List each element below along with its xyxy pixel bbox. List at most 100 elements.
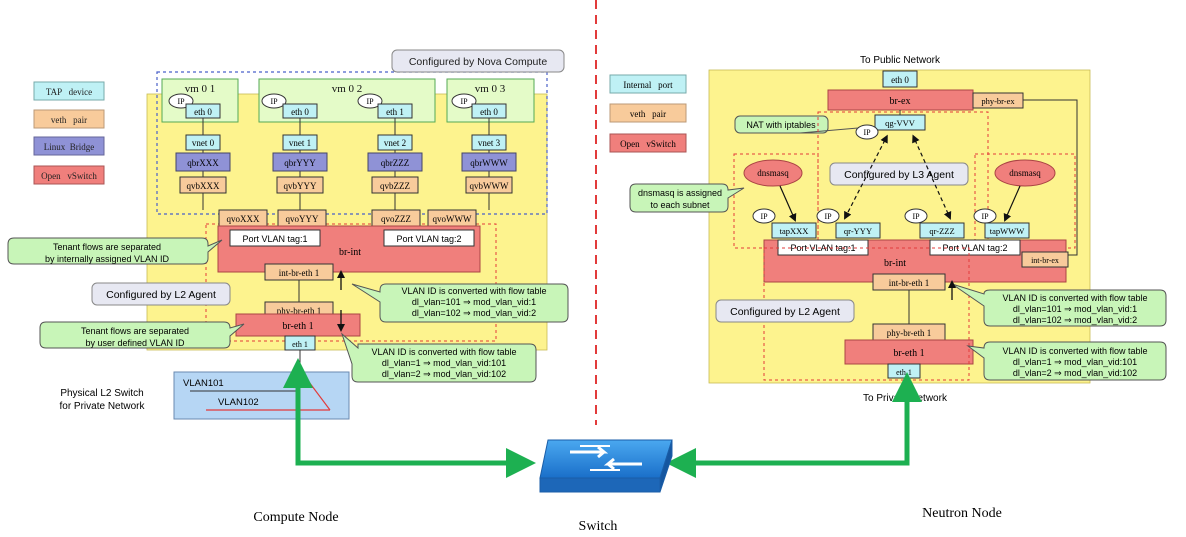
nat-callout-label: NAT with iptables (746, 120, 816, 130)
qvb-zzz (371, 176, 419, 194)
qr-yyy-ip-label: IP (824, 212, 832, 221)
qvb-yyy (276, 176, 324, 194)
vm02-label: vm 0 2 (332, 83, 363, 95)
compute-flow-lower-line3: dl_vlan=2 ⇒ mod_vlan_vid:102 (382, 369, 506, 379)
network-flow-lower-callout (966, 341, 1167, 381)
network-port-tag-2 (929, 239, 1021, 256)
physical-switch-line2: for Private Network (59, 401, 145, 412)
l3-agent-label: Configured by L3 Agent (844, 169, 954, 181)
qvb-yyy-label: qvbYYY (284, 181, 317, 191)
tapxxx-ip (752, 208, 776, 224)
physical-switch-line1: Physical L2 Switch (60, 388, 143, 399)
dnsmasq-note-line2: to each subnet (650, 200, 710, 210)
int-br-ex (1021, 251, 1069, 268)
legend-ovs-label-net: Open vSwitch (620, 139, 676, 149)
network-br-eth1 (844, 339, 974, 365)
dnsmasq-left-region (733, 153, 819, 249)
network-port-tag-1-label: Port VLAN tag:1 (790, 243, 855, 253)
dnsmasq-left (743, 159, 803, 187)
vm01-ip-label: IP (177, 97, 185, 106)
network-flow-upper-line1: VLAN ID is converted with flow table (1002, 293, 1147, 303)
br-ex-veth-wire (1023, 99, 1078, 256)
compute-eth1-label: eth 1 (292, 340, 308, 349)
network-eth0 (882, 70, 918, 88)
vm02-ip2-label: IP (366, 97, 374, 106)
compute-to-switch-link (295, 372, 536, 478)
tenant-user-callout (39, 321, 245, 349)
compute-br-int-label: br-int (339, 247, 361, 258)
vm02-eth0-label: eth 0 (291, 107, 309, 117)
tapxxx (771, 222, 817, 239)
qr-zzz-ip (904, 208, 928, 224)
qbr-www-label: qbrWWW (470, 158, 508, 168)
compute-phy-br-eth-label: phy-br-eth 1 (277, 306, 322, 316)
legend-veth-swatch (33, 109, 105, 129)
qbr-zzz (367, 152, 423, 172)
compute-port-tag-2 (383, 229, 475, 247)
qg-ip-label: IP (863, 128, 871, 137)
network-int-br-eth-label: int-br-eth 1 (889, 278, 930, 288)
dnsmasq-right-label: dnsmasq (1009, 168, 1041, 178)
switch-links (283, 358, 922, 478)
compute-flow-upper-callout (351, 283, 569, 323)
network-flow-lower-line1: VLAN ID is converted with flow table (1002, 346, 1147, 356)
legend-internal-port-swatch (609, 74, 687, 94)
vm03-eth0-label: eth 0 (480, 107, 498, 117)
network-br-eth1-label: br-eth 1 (893, 348, 924, 359)
qvo-xxx-label: qvoXXX (227, 214, 260, 224)
vnet1-label: vnet 1 (289, 138, 311, 148)
legend-veth-swatch-net (609, 103, 687, 123)
qr-yyy-ip (816, 208, 840, 224)
compute-int-br-eth-label: int-br-eth 1 (279, 268, 320, 278)
qg-vvv (874, 114, 926, 131)
qvo-zzz-label: qvoZZZ (381, 214, 411, 224)
legend-tap-swatch (33, 81, 105, 101)
tapwww (984, 222, 1030, 239)
qbr-yyy (272, 152, 328, 172)
nova-dashed-region (156, 71, 548, 215)
qr-yyy (835, 222, 881, 239)
dnsmasq-right-region (974, 153, 1076, 249)
compute-flow-upper-line1: VLAN ID is converted with flow table (401, 286, 546, 296)
compute-legend: TAP device veth pair Linux Bridge Open v… (33, 81, 105, 185)
vnet2-label: vnet 2 (384, 138, 406, 148)
legend-ovs-swatch-net (609, 133, 687, 153)
qbr-xxx (175, 152, 231, 172)
network-br-int-label: br-int (884, 258, 906, 269)
tapwww-label: tapWWW (990, 226, 1024, 236)
legend-bridge-label: Linux Bridge (44, 142, 95, 152)
vnet2 (377, 134, 413, 151)
neutron-to-switch-link (666, 386, 910, 478)
compute-flow-lower-callout (340, 332, 537, 383)
qvb-www (465, 176, 513, 194)
network-port-tag-2-label: Port VLAN tag:2 (942, 243, 1007, 253)
qbr-www (461, 152, 517, 172)
nat-callout (734, 115, 829, 134)
legend-ovs-label: Open vSwitch (41, 171, 97, 181)
qr-zzz-ip-label: IP (912, 212, 920, 221)
dnsmasq-left-label: dnsmasq (757, 168, 789, 178)
network-phy-br-eth-label: phy-br-eth 1 (887, 328, 932, 338)
tenant-user-line1: Tenant flows are separated (81, 326, 189, 336)
legend-bridge-swatch (33, 136, 105, 156)
int-br-ex-label: int-br-ex (1031, 256, 1059, 265)
qr-zzz-label: qr-ZZZ (929, 226, 954, 236)
qg-to-qr-yyy-arrow (844, 134, 888, 220)
nat-pointer (799, 127, 859, 134)
legend-tap-label: TAP device (46, 87, 92, 97)
qr-zzz (919, 222, 965, 239)
network-br-ex-label: br-ex (890, 96, 911, 107)
legend-internal-port-label: Internal port (623, 80, 673, 90)
compute-flow-upper-line2: dl_vlan=101 ⇒ mod_vlan_vid:1 (412, 297, 536, 307)
network-flow-upper-line3: dl_vlan=102 ⇒ mod_vlan_vid:2 (1013, 315, 1137, 325)
vm02-ip-2 (357, 93, 383, 109)
compute-flow-upper-line3: dl_vlan=102 ⇒ mod_vlan_vid:2 (412, 308, 536, 318)
vnet3 (471, 134, 507, 151)
vnet0-label: vnet 0 (192, 138, 215, 148)
l3-dashed-region (817, 111, 989, 241)
vm03-ip (451, 93, 477, 109)
qvb-zzz-label: qvbZZZ (380, 181, 410, 191)
legend-veth-label-net: veth pair (630, 109, 666, 119)
